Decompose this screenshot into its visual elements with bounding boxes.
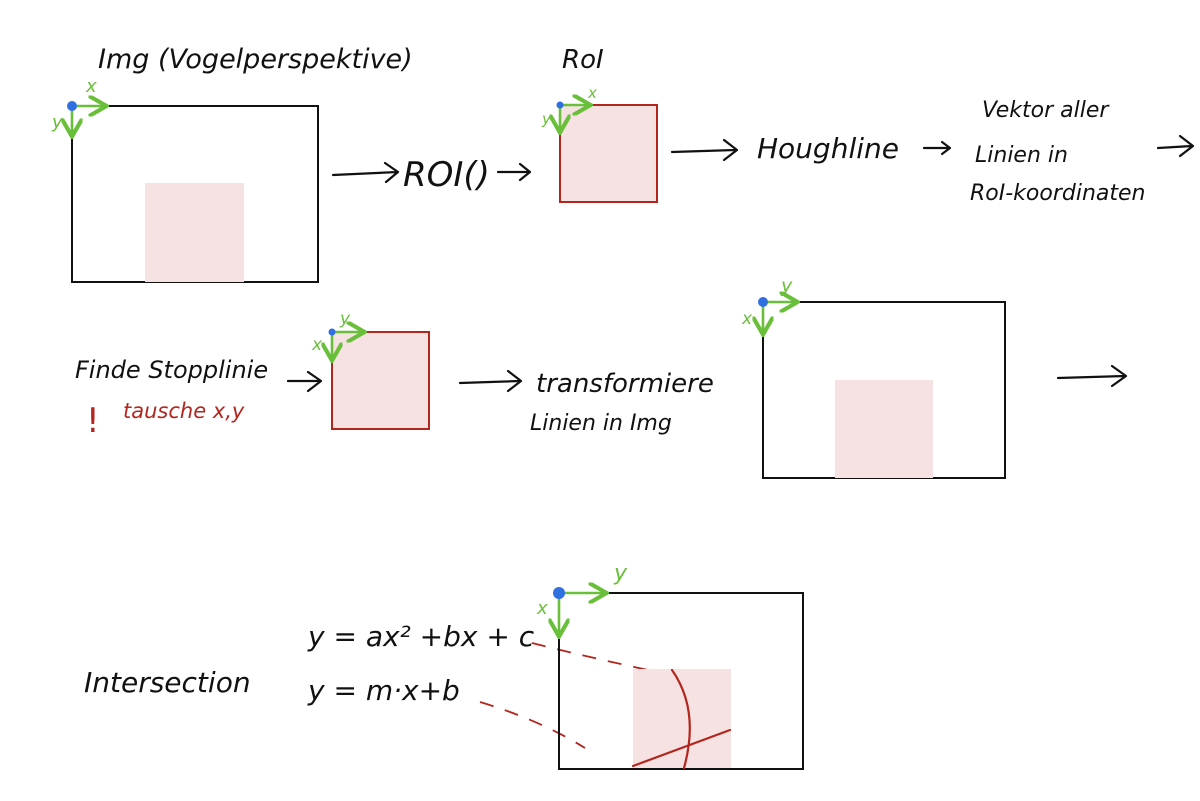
svg-text:y: y	[339, 309, 351, 329]
intersection-label: Intersection	[84, 666, 251, 699]
line-equation: y = m·x+b	[307, 674, 460, 707]
vector-text-line: Vektor aller	[982, 98, 1110, 123]
parabola-curve	[670, 668, 691, 770]
svg-text:x: x	[587, 84, 597, 102]
svg-text:y: y	[51, 112, 63, 133]
svg-text:x: x	[311, 335, 323, 355]
roi-label: RoI	[562, 45, 604, 75]
vector-text-line: RoI-koordinaten	[970, 181, 1145, 206]
roi-box-2: y x	[311, 309, 430, 430]
arrow-icon	[922, 140, 952, 156]
transform-label: transformiere	[536, 369, 714, 399]
vector-text-line: Linien in	[975, 143, 1068, 168]
arrow-icon	[331, 161, 400, 184]
transform-label: Linien in Img	[530, 411, 672, 436]
arrow-icon	[1056, 364, 1128, 388]
arrow-icon	[458, 369, 523, 393]
warning-icon: !	[86, 401, 100, 441]
image-frame-1: x y	[51, 76, 319, 283]
connector-dashed	[479, 701, 586, 749]
origin-dot	[67, 101, 77, 111]
line-curve	[631, 728, 732, 768]
svg-text:y: y	[541, 110, 552, 128]
arrow-icon	[286, 370, 323, 393]
svg-text:y: y	[780, 275, 793, 297]
houghline-label: Houghline	[757, 132, 899, 165]
parabola-equation: y = ax² +bx + c	[307, 620, 535, 653]
svg-text:x: x	[741, 309, 753, 329]
arrow-icon	[496, 162, 532, 182]
find-stopline-label: Finde Stopplinie	[75, 356, 268, 384]
image-frame-2: y x	[741, 275, 1006, 479]
roi-function-label: ROI()	[403, 155, 490, 195]
svg-text:x: x	[536, 598, 548, 619]
roi-box-1: x y	[541, 84, 658, 203]
arrow-icon	[1156, 134, 1195, 158]
arrow-icon	[670, 138, 739, 162]
img-label: Img (Vogelperspektive)	[98, 44, 413, 75]
image-frame-3: y x	[536, 561, 804, 770]
svg-text:x: x	[85, 76, 97, 97]
svg-text:y: y	[613, 561, 628, 586]
swap-xy-note: tausche x,y	[123, 399, 245, 423]
